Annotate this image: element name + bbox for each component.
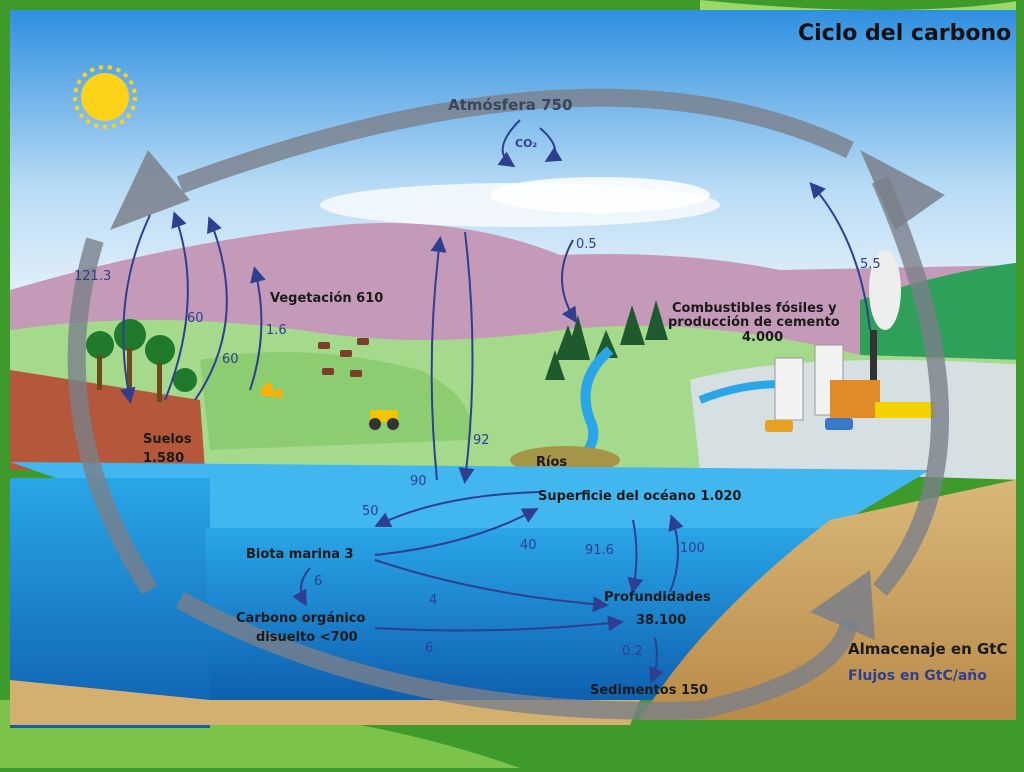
cycle-arrow-ring [67,88,949,720]
flux-1-6: 1.6 [266,323,287,338]
flux-arrows [119,119,871,684]
flux-60-a: 60 [187,311,204,326]
flux-91-6: 91.6 [585,543,614,558]
diagram-title: Ciclo del carbono [798,21,1011,46]
slide-edge [1016,0,1024,768]
soils-label: Suelos [143,432,192,447]
flux-6-b: 6 [425,641,433,656]
marine-biota-label: Biota marina 3 [246,547,354,562]
sun-icon [73,65,137,129]
ocean-surface [10,462,930,530]
flux-5-5: 5.5 [860,257,881,272]
rivers-label: Ríos [536,455,567,470]
flux-0-2: 0.2 [622,644,643,659]
fossil-fuels-label: Combustibles fósiles y [672,301,837,316]
legend-storage: Almacenaje en GtC [848,640,1007,658]
field [200,352,472,450]
fire-icon [260,382,283,398]
flux-40: 40 [520,538,537,553]
vehicles-icon [765,402,935,432]
cloud [490,177,710,213]
soils-value: 1.580 [143,451,184,466]
fossil-fuels-value: 4.000 [742,330,783,345]
ocean-surface-label: Superficie del océano 1.020 [538,489,741,504]
flux-92: 92 [473,433,490,448]
flux-100: 100 [680,541,705,556]
vegetation-label: Vegetación 610 [270,291,383,306]
flux-121-3: 121.3 [74,269,111,284]
tractor-icon [369,410,399,430]
factory-icon [774,250,901,421]
flux-0-5: 0.5 [576,237,597,252]
forest-right [545,300,668,380]
deep-ocean-value: 38.100 [636,613,686,628]
flux-90: 90 [410,474,427,489]
hill [860,262,1024,370]
soil-block [10,370,205,470]
flux-50: 50 [362,504,379,519]
cattle-icon [318,338,369,377]
seabed-front [10,680,640,725]
industrial-area [690,360,1024,480]
ocean-deep [205,528,830,700]
legend-flows: Flujos en GtC/año [848,668,987,684]
river [576,346,614,464]
doc-value: disuelto <700 [256,630,358,645]
sediments-label: Sedimentos 150 [590,683,708,698]
flux-6-a: 6 [314,574,322,589]
flux-4: 4 [429,593,437,608]
flux-60-b: 60 [222,352,239,367]
co2-label: CO₂ [515,137,537,150]
cycle-arrow-heads [110,150,945,640]
fossil-fuels-label-2: producción de cemento [668,315,840,330]
forest-left [86,319,197,402]
doc-label: Carbono orgánico [236,611,366,626]
atmosphere-label: Atmósfera 750 [448,96,572,114]
deep-ocean-label: Profundidades [604,590,711,605]
